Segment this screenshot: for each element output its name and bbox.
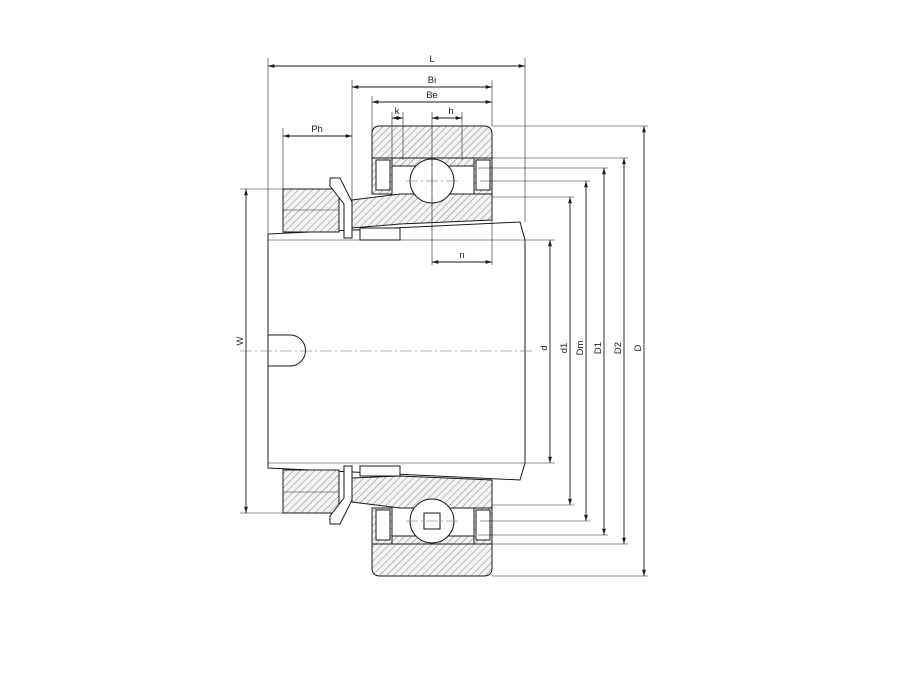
label-L: L [429, 54, 434, 65]
label-Bi: Bi [428, 75, 436, 86]
ball-bottom [406, 498, 458, 544]
adapter-sleeve [240, 221, 535, 481]
label-D1: D1 [593, 342, 604, 354]
label-W: W [235, 336, 246, 345]
dimension-labels: L Bi Be k h Ph n W d d1 Dm D1 D2 D [235, 54, 644, 355]
seal-bottom [375, 509, 491, 541]
label-h: h [448, 106, 453, 117]
lock-washer-top [329, 177, 353, 239]
label-Be: Be [426, 90, 438, 101]
lock-nut-top [282, 188, 340, 233]
label-Ph: Ph [311, 124, 323, 135]
label-D2: D2 [613, 342, 624, 354]
lock-washer-bottom [329, 465, 353, 525]
lock-nut-bottom [282, 469, 340, 514]
label-k: k [395, 106, 400, 117]
label-n: n [459, 250, 464, 261]
label-d: d [539, 345, 550, 350]
inner-ring-top [351, 193, 493, 241]
label-d1: d1 [559, 343, 570, 354]
dimension-lines [244, 64, 646, 576]
label-D: D [633, 344, 644, 351]
label-Dm: Dm [575, 341, 586, 356]
seal-top [375, 159, 491, 191]
